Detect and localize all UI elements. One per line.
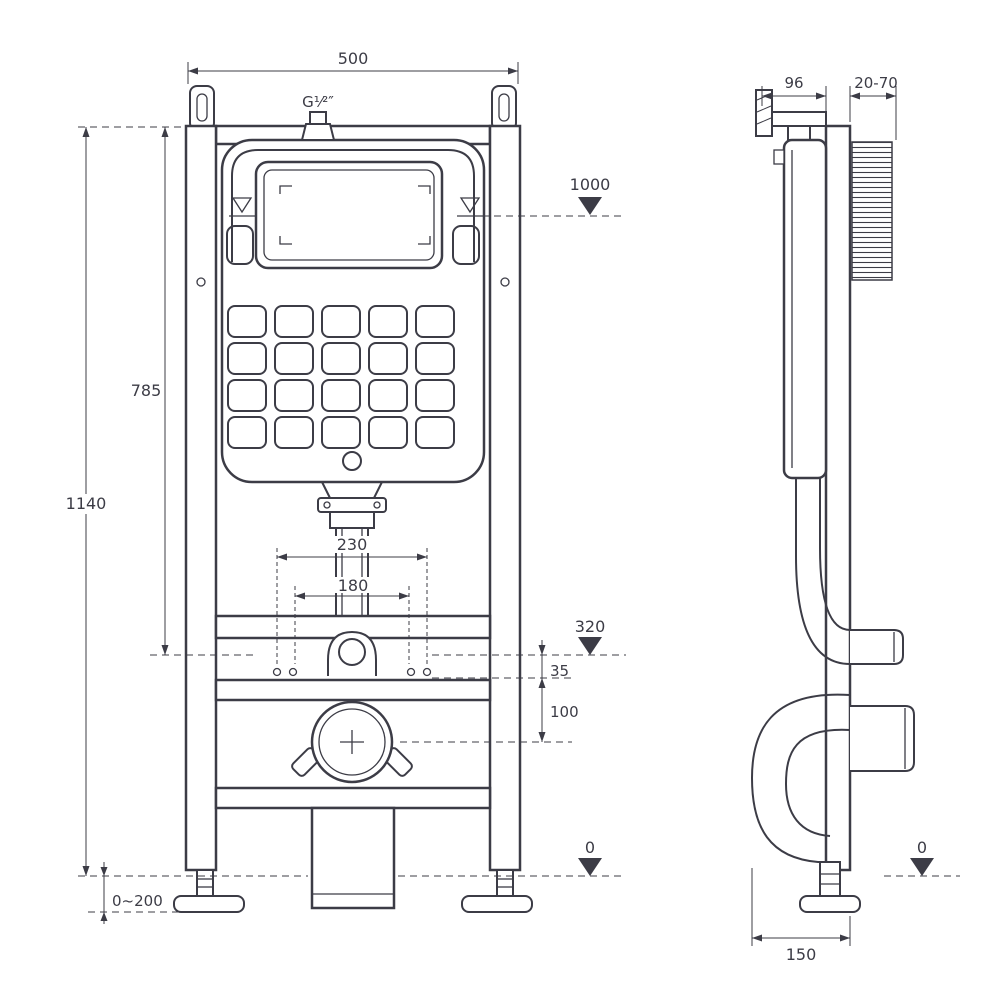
cistern-tank [220,111,486,484]
dim-1140-label: 1140 [66,494,107,513]
dim-96-label: 96 [784,74,803,92]
pipe-clamp [327,630,377,676]
front-view: 500 G¹⁄²″ 1000 1140 785 [62,49,626,924]
dim-1000-label: 1000 [570,175,611,194]
level-marker-320-icon [578,637,602,655]
dim-35-label: 35 [550,662,569,680]
dim-0-side-label: 0 [917,838,927,857]
dim-150-label: 150 [786,945,817,964]
dim-20-70-label: 20-70 [854,74,898,92]
tank-face-grid [227,305,455,449]
side-pipes [750,478,915,863]
front-dimensions: 500 G¹⁄²″ 1000 1140 785 [62,49,626,924]
dim-320-label: 320 [575,617,606,636]
dim-100-label: 100 [550,703,579,721]
dim-785-label: 785 [131,381,162,400]
outlet-box [310,806,396,910]
side-dimensions: 96 20-70 0 150 [751,74,960,964]
side-tank [773,125,828,480]
waste-outlet [214,700,492,910]
side-view: 96 20-70 0 150 [750,74,960,964]
upper-outlet-stub [850,629,904,665]
cross-members [214,614,492,702]
dim-0-200-label: 0~200 [112,892,163,910]
thread-label: G¹⁄²″ [302,93,334,111]
side-foot [799,861,861,913]
lower-outlet-stub [850,705,915,772]
adjustable-feet [173,869,533,913]
side-frame [755,89,893,872]
dim-500-label: 500 [338,49,369,68]
dim-180-label: 180 [338,576,369,595]
level-marker-0-side-icon [910,858,934,876]
threaded-rods [851,141,893,281]
waste-elbow [750,693,851,863]
access-window [254,160,444,270]
dim-0-front-label: 0 [585,838,595,857]
level-marker-1000-icon [578,197,602,215]
inlet-fitting [300,111,336,141]
dim-230-label: 230 [337,535,368,554]
level-marker-0-front-icon [578,858,602,876]
